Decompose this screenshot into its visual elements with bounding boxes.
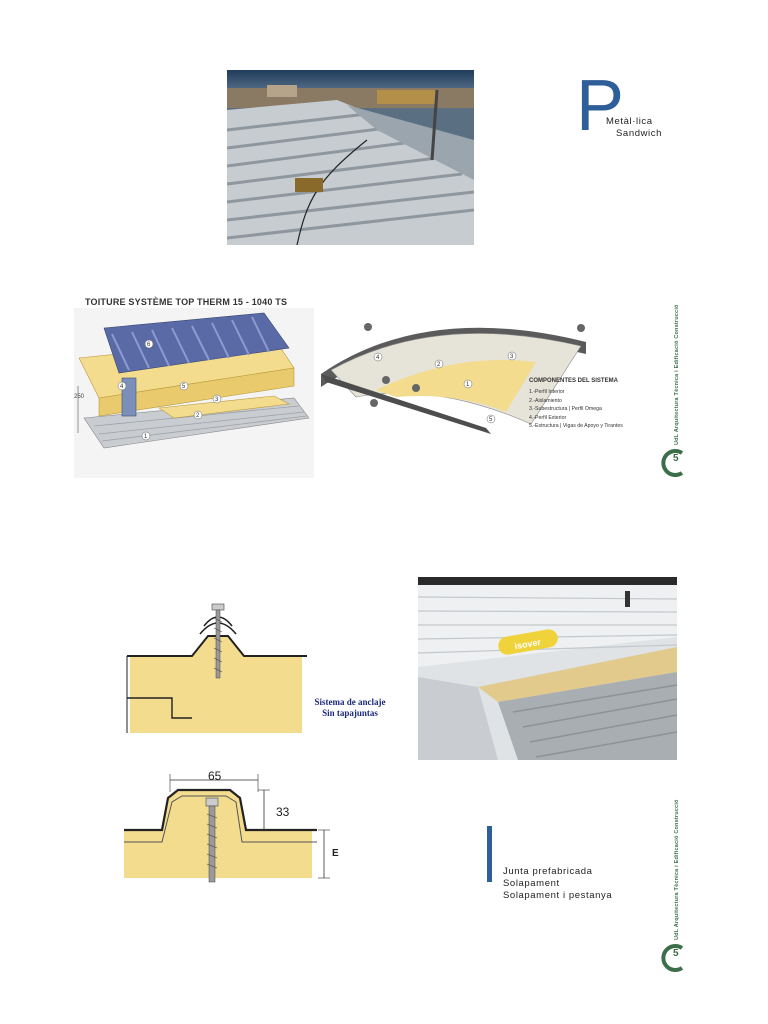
curved-roof-diagram: 4 2 3 1 5: [316, 312, 592, 440]
anchor-joint-diagram: [112, 598, 384, 738]
dimension-thickness: E: [332, 848, 339, 859]
svg-text:5: 5: [673, 453, 679, 464]
accent-bar: [487, 826, 492, 882]
component-item: 3.-Subestructura | Perfil Omega: [529, 406, 602, 412]
dimension-label: 250: [74, 394, 85, 400]
roof-system-diagram: 250 6 4 5 3 2 1: [74, 308, 314, 478]
svg-text:1: 1: [144, 434, 148, 440]
svg-text:6: 6: [147, 342, 151, 348]
dimension-height: 33: [276, 805, 290, 819]
svg-text:1: 1: [466, 382, 470, 388]
heading-line-1: Metàl·lica: [606, 116, 653, 127]
svg-text:4: 4: [376, 355, 380, 361]
anchor-label-line-2: Sin tapajuntas: [322, 708, 378, 718]
component-item: 1.-Perfil Interior: [529, 389, 565, 395]
component-item: 2.-Aislamiento: [529, 397, 562, 404]
svg-text:3: 3: [510, 354, 514, 360]
svg-text:4: 4: [120, 384, 124, 390]
joint-type-item: Solapament: [503, 878, 560, 889]
svg-text:5: 5: [673, 948, 679, 959]
dimension-width: 65: [208, 769, 222, 783]
anchor-label-line-1: Sistema de anclaje: [314, 697, 386, 707]
figure-title: TOITURE SYSTÈME TOP THERM 15 - 1040 TS: [85, 297, 288, 307]
logo-text: UdL Arquitectura Tècnica i Edificació Co…: [674, 304, 680, 445]
anchor-label: Sistema de anclaje Sin tapajuntas: [312, 697, 388, 719]
brand-label: isover: [514, 637, 542, 652]
joint-types-list: Junta prefabricada Solapament Solapament…: [503, 866, 612, 902]
svg-text:3: 3: [215, 397, 219, 403]
roof-photo-insulation: isover: [417, 577, 678, 760]
components-legend: COMPONENTES DEL SISTEMA 1.-Perfil Interi…: [529, 378, 664, 431]
dimensioned-joint-diagram: [122, 768, 354, 888]
joint-type-item: Solapament i pestanya: [503, 890, 613, 901]
heading-line-2: Sandwich: [616, 128, 662, 139]
components-title: COMPONENTES DEL SISTEMA: [529, 378, 618, 384]
roof-photo-top: [226, 70, 475, 246]
svg-text:5: 5: [182, 384, 186, 390]
section-letter: P: [576, 66, 625, 146]
component-item: 4.-Perfil Exterior: [529, 414, 567, 421]
component-item: 5.-Estructura | Vigas de Apoyo y Tirante…: [529, 423, 623, 429]
svg-text:2: 2: [196, 413, 200, 419]
school-logo: UdL Arquitectura Tècnica i Edificació Co…: [660, 304, 688, 480]
school-logo-bottom: UdL Arquitectura Tècnica i Edificació Co…: [660, 799, 688, 976]
logo-text-bottom: UdL Arquitectura Tècnica i Edificació Co…: [674, 799, 680, 940]
svg-text:5: 5: [489, 417, 493, 423]
svg-text:2: 2: [437, 362, 441, 368]
joint-type-item: Junta prefabricada: [503, 866, 593, 877]
